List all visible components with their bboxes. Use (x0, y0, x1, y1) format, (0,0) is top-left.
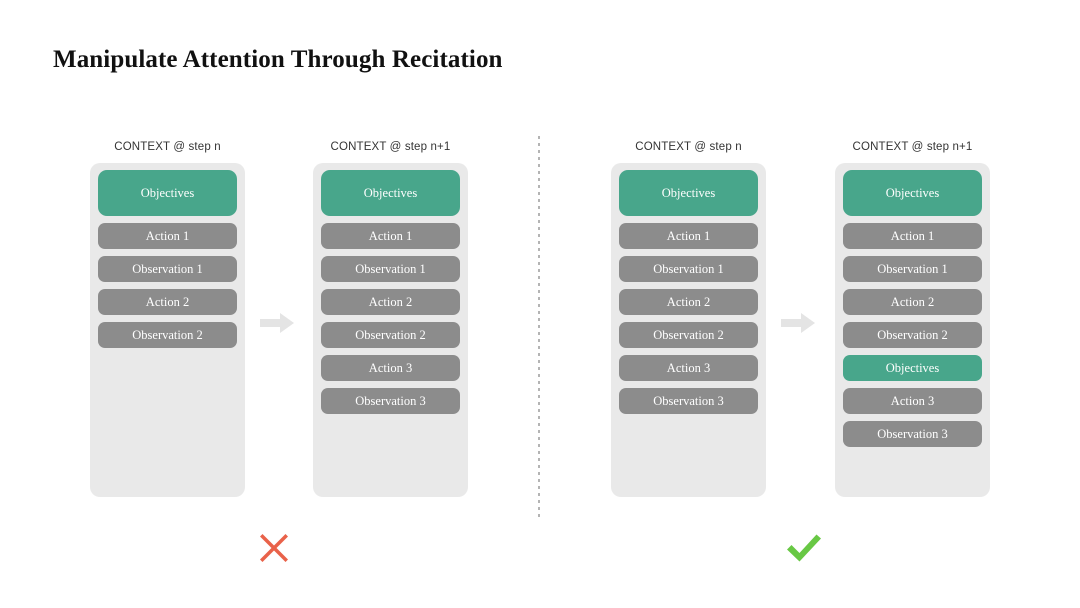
context-item-observation: Observation 1 (98, 256, 237, 282)
context-item-action: Action 1 (98, 223, 237, 249)
context-stack: Objectives Action 1 Observation 1 Action… (313, 163, 468, 497)
context-item-observation: Observation 3 (843, 421, 982, 447)
panel-header: CONTEXT @ step n+1 (852, 141, 973, 153)
context-stack: Objectives Action 1 Observation 1 Action… (90, 163, 245, 497)
context-item-objectives: Objectives (321, 170, 460, 216)
context-stack: Objectives Action 1 Observation 1 Action… (835, 163, 990, 497)
context-item-observation: Observation 2 (321, 322, 460, 348)
panel-header: CONTEXT @ step n (635, 141, 742, 153)
context-item-action: Action 1 (619, 223, 758, 249)
context-item-observation: Observation 2 (98, 322, 237, 348)
context-item-objectives-recited: Objectives (843, 355, 982, 381)
context-panel-step-n-with-recitation: CONTEXT @ step n Objectives Action 1 Obs… (611, 140, 766, 497)
context-item-observation: Observation 1 (843, 256, 982, 282)
section-divider (538, 136, 540, 519)
context-item-observation: Observation 1 (619, 256, 758, 282)
context-item-action: Action 2 (98, 289, 237, 315)
context-item-action: Action 3 (843, 388, 982, 414)
context-panel-step-n-plus-1-with-recitation: CONTEXT @ step n+1 Objectives Action 1 O… (835, 140, 990, 497)
transition-arrow-icon (260, 313, 294, 333)
context-item-action: Action 1 (843, 223, 982, 249)
context-item-observation: Observation 2 (843, 322, 982, 348)
context-item-objectives: Objectives (98, 170, 237, 216)
transition-arrow-icon (781, 313, 815, 333)
context-panel-step-n-plus-1-without-recitation: CONTEXT @ step n+1 Objectives Action 1 O… (313, 140, 468, 497)
panel-header: CONTEXT @ step n+1 (330, 141, 451, 153)
context-item-action: Action 1 (321, 223, 460, 249)
context-item-observation: Observation 3 (321, 388, 460, 414)
cross-mark-icon (254, 528, 294, 568)
context-item-observation: Observation 1 (321, 256, 460, 282)
context-item-objectives: Objectives (843, 170, 982, 216)
check-mark-icon (784, 528, 824, 568)
context-item-action: Action 3 (619, 355, 758, 381)
context-item-objectives: Objectives (619, 170, 758, 216)
context-item-action: Action 3 (321, 355, 460, 381)
context-panel-step-n-without-recitation: CONTEXT @ step n Objectives Action 1 Obs… (90, 140, 245, 497)
context-stack: Objectives Action 1 Observation 1 Action… (611, 163, 766, 497)
panel-header: CONTEXT @ step n (114, 141, 221, 153)
page-title: Manipulate Attention Through Recitation (53, 46, 503, 73)
context-item-action: Action 2 (843, 289, 982, 315)
context-item-action: Action 2 (619, 289, 758, 315)
context-item-observation: Observation 2 (619, 322, 758, 348)
context-item-observation: Observation 3 (619, 388, 758, 414)
context-item-action: Action 2 (321, 289, 460, 315)
